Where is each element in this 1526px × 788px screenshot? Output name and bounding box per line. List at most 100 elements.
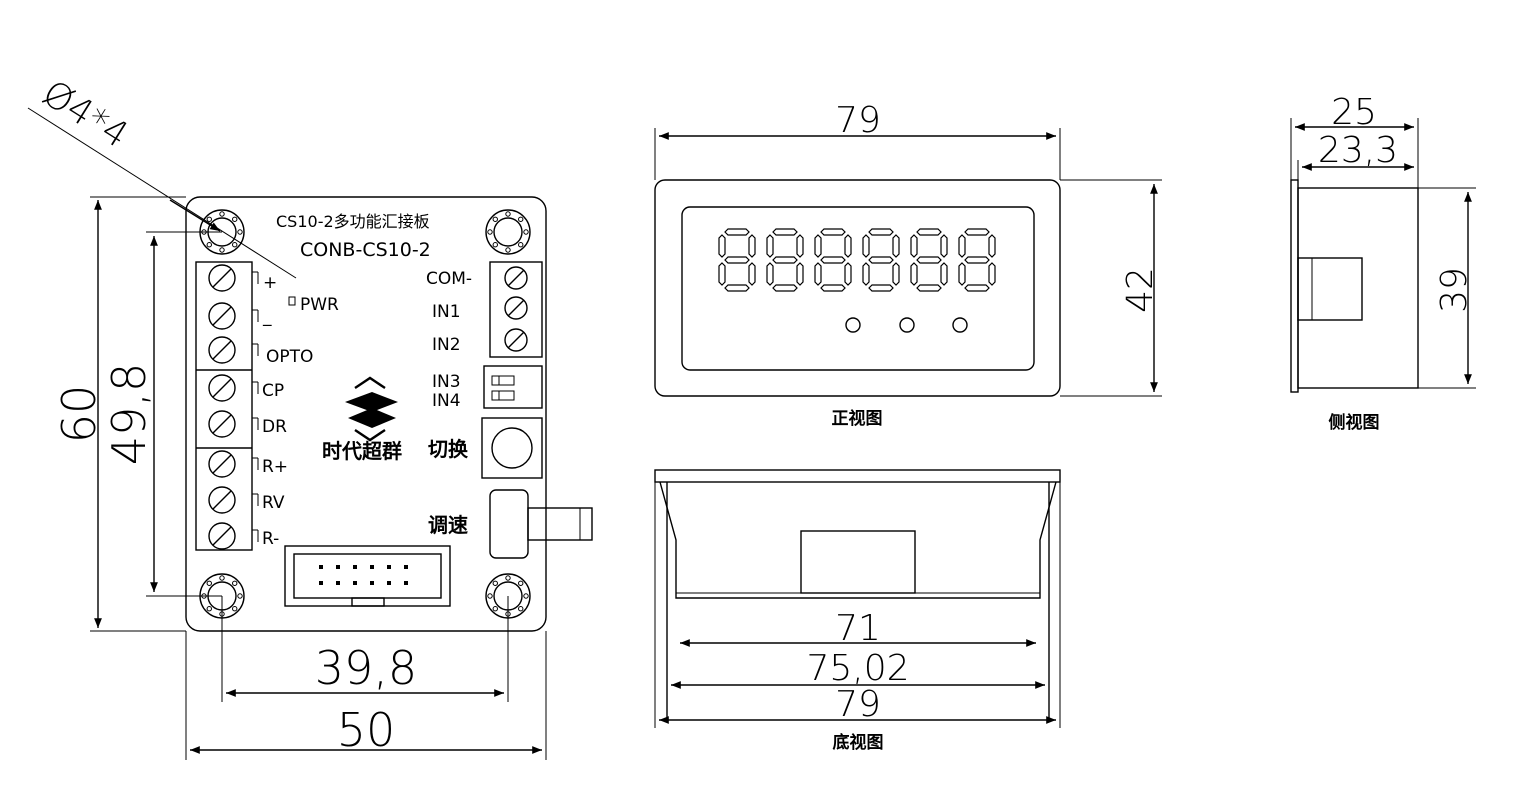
seven-segment-digit: [958, 228, 996, 292]
term-label-rv: RV: [262, 493, 285, 513]
hole-dot: [487, 229, 493, 235]
pwr-led: [288, 296, 296, 306]
dip-switch: [483, 365, 543, 409]
hole-dot: [492, 606, 498, 612]
hole-dot: [206, 242, 212, 248]
seven-segment-display: [718, 228, 996, 292]
idc-pin: [353, 565, 357, 569]
speed-potentiometer: [489, 489, 593, 559]
idc-pin: [387, 565, 391, 569]
idc-pin: [319, 581, 323, 585]
hole-dot: [237, 229, 243, 235]
hole-dot: [505, 211, 511, 217]
hole-dot: [518, 606, 524, 612]
hole-dot: [505, 575, 511, 581]
bottom-body: [659, 481, 1057, 599]
front-window: [681, 206, 1035, 371]
dim-label-bottom-mid: 75,02: [806, 648, 909, 689]
dim-front-width: 79: [654, 100, 1061, 180]
hole-dot: [505, 247, 511, 253]
term-label-dr: DR: [262, 417, 287, 437]
dim-label-front-width: 79: [835, 100, 881, 141]
dim-side-body: 23,3: [1297, 130, 1414, 180]
dim-label-side-total: 25: [1331, 92, 1377, 133]
indicator-led-3: [952, 317, 968, 333]
terminal-screw: [208, 522, 259, 550]
idc-pin: [370, 581, 374, 585]
idc-pin: [353, 581, 357, 585]
board-model: CONB-CS10-2: [300, 239, 431, 261]
idc-pin: [319, 565, 323, 569]
board-view: CS10-2多功能汇接板 CONB-CS10-2 PWR + _ OPTO CP…: [27, 73, 593, 760]
seven-segment-digit: [718, 228, 756, 292]
side-view: 25 23,3 39 侧视图: [1290, 92, 1476, 433]
hole-dot: [206, 216, 212, 222]
dim-bottom-inner: 71: [680, 608, 1036, 649]
idc-pin: [387, 581, 391, 585]
hole-dot: [237, 593, 243, 599]
caption-bottom-view: 底视图: [833, 732, 884, 753]
terminal-screw: [208, 486, 259, 514]
dim-label-side-height: 39: [1434, 267, 1475, 313]
dim-hole-pitch-v: 49,8: [102, 231, 222, 597]
term-label-in1: IN1: [432, 302, 461, 322]
term-label-in4: IN4: [432, 391, 461, 411]
dim-label-hole-pitch-h: 39,8: [315, 641, 417, 695]
hole-dot: [492, 242, 498, 248]
brand-name: 时代超群: [322, 439, 402, 463]
hole-dot: [206, 606, 212, 612]
hole-dot: [523, 229, 529, 235]
bottom-view: 71 75,02 79 底视图: [654, 469, 1061, 753]
term-label-in3: IN3: [432, 372, 461, 392]
idc-header: [284, 545, 451, 607]
dim-label-front-height: 42: [1120, 267, 1161, 313]
dim-bottom-mid: 75,02: [671, 648, 1045, 689]
term-label-com: COM-: [426, 269, 472, 289]
hole-dot: [492, 580, 498, 586]
terminal-screw: [208, 302, 259, 330]
term-label-plus: +: [263, 273, 277, 293]
indicator-led-2: [899, 317, 915, 333]
dim-board-width: 50: [185, 631, 547, 760]
terminal-screw: [208, 410, 259, 438]
hole-dot: [232, 216, 238, 222]
dim-bottom-outer: 79: [654, 482, 1061, 728]
hole-dot: [206, 580, 212, 586]
dim-hole-pitch-h: 39,8: [221, 596, 509, 702]
dim-label-hole-pitch-v: 49,8: [102, 363, 156, 465]
terminal-screw: [504, 266, 528, 290]
dim-side-total: 25: [1290, 92, 1419, 188]
left-terminal-block: [195, 261, 259, 551]
dim-label-board-height: 60: [52, 385, 106, 444]
terminal-screw: [504, 328, 528, 352]
idc-pin: [370, 565, 374, 569]
dim-front-height: 42: [1060, 179, 1162, 397]
board-title: CS10-2多功能汇接板: [276, 212, 430, 231]
bottom-connector: [800, 530, 916, 594]
seven-segment-digit: [862, 228, 900, 292]
hole-dot: [219, 247, 225, 253]
hole-dot: [219, 211, 225, 217]
hole-dot: [487, 593, 493, 599]
dim-hole-spec: Ø4*4: [27, 73, 297, 279]
hole-dot: [232, 242, 238, 248]
side-connector: [1297, 257, 1363, 321]
hole-dot: [518, 216, 524, 222]
side-body: [1297, 187, 1419, 389]
term-label-rminus: R-: [262, 529, 279, 549]
pwr-label: PWR: [300, 295, 339, 315]
idc-pin: [404, 581, 408, 585]
mounting-hole-top-right: [485, 209, 531, 255]
term-label-in2: IN2: [432, 335, 461, 355]
dim-board-height: 60: [52, 196, 186, 632]
term-label-minus: _: [262, 307, 272, 327]
caption-front-view: 正视图: [832, 408, 883, 429]
idc-pin: [336, 581, 340, 585]
term-label-cp: CP: [262, 381, 284, 401]
bottom-walls: [666, 482, 1050, 720]
seven-segment-digit: [766, 228, 804, 292]
idc-pin: [336, 565, 340, 569]
dim-side-height: 39: [1418, 187, 1476, 389]
dim-label-board-width: 50: [337, 703, 396, 757]
